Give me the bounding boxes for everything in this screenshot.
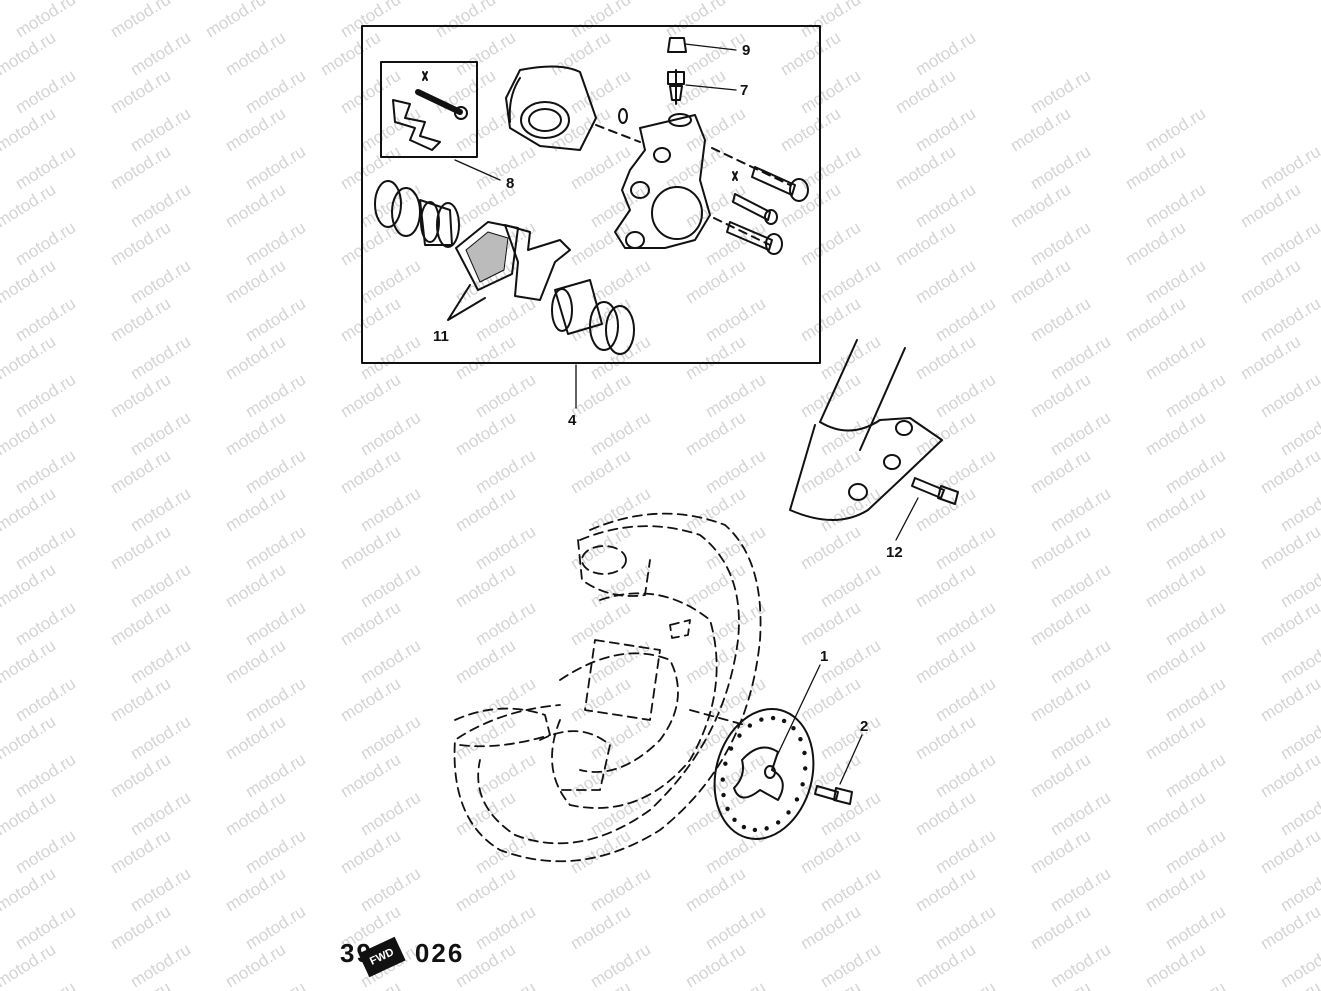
disc-hole [803, 766, 808, 771]
disc-hole [759, 717, 764, 722]
callout-12: 12 [886, 544, 903, 561]
disc-hole [800, 782, 805, 787]
caliper-mount-bolt [911, 477, 959, 505]
front-wheel-dashed [453, 512, 762, 863]
caliper-bolts [711, 147, 809, 255]
callout-9: 9 [742, 42, 751, 59]
brake-disc [713, 708, 815, 840]
disc-hole [794, 797, 800, 802]
brake-disc-holes [720, 715, 808, 833]
disc-hole [747, 723, 753, 728]
disc-hole [802, 750, 807, 756]
disc-hole [725, 806, 730, 812]
callout-1: 1 [820, 648, 829, 665]
pad-leader [447, 284, 486, 321]
callout-4: 4 [568, 412, 577, 429]
callout-11: 11 [433, 328, 449, 345]
disc-hole [732, 817, 737, 822]
caliper-body [614, 113, 711, 249]
disc-hole [720, 777, 725, 782]
disc-hole [764, 826, 769, 831]
caliper-bracket [505, 65, 641, 151]
callout-7: 7 [740, 82, 749, 99]
bleed-screw [667, 69, 685, 105]
disc-hole [741, 824, 747, 830]
disc-hole [775, 820, 781, 825]
disc-hole [798, 736, 803, 742]
disc-hole [781, 718, 787, 724]
brake-pads [455, 221, 571, 301]
caliper-assembly-frame [361, 25, 821, 364]
disc-hole [786, 810, 791, 815]
disc-bolt [814, 785, 853, 805]
disc-hole [723, 761, 728, 766]
callout-8: 8 [506, 175, 515, 192]
pin-kit-frame [380, 61, 478, 158]
pin-kit-drawing [392, 71, 468, 151]
leader-lines [454, 43, 919, 785]
piston-seal-set-left [374, 180, 460, 248]
disc-hole [770, 715, 776, 721]
disc-hole [728, 746, 734, 751]
disc-hole [721, 792, 726, 798]
callout-2: 2 [860, 718, 869, 735]
seal-ring-small [618, 108, 628, 124]
bleed-cap [667, 37, 687, 53]
piston-seal-set-right [551, 279, 635, 355]
front-fork-leg [789, 339, 943, 521]
disc-hole [752, 827, 758, 833]
disc-hole [737, 733, 742, 738]
disc-hole [791, 726, 796, 731]
figure-code-number: 026 [414, 938, 465, 968]
